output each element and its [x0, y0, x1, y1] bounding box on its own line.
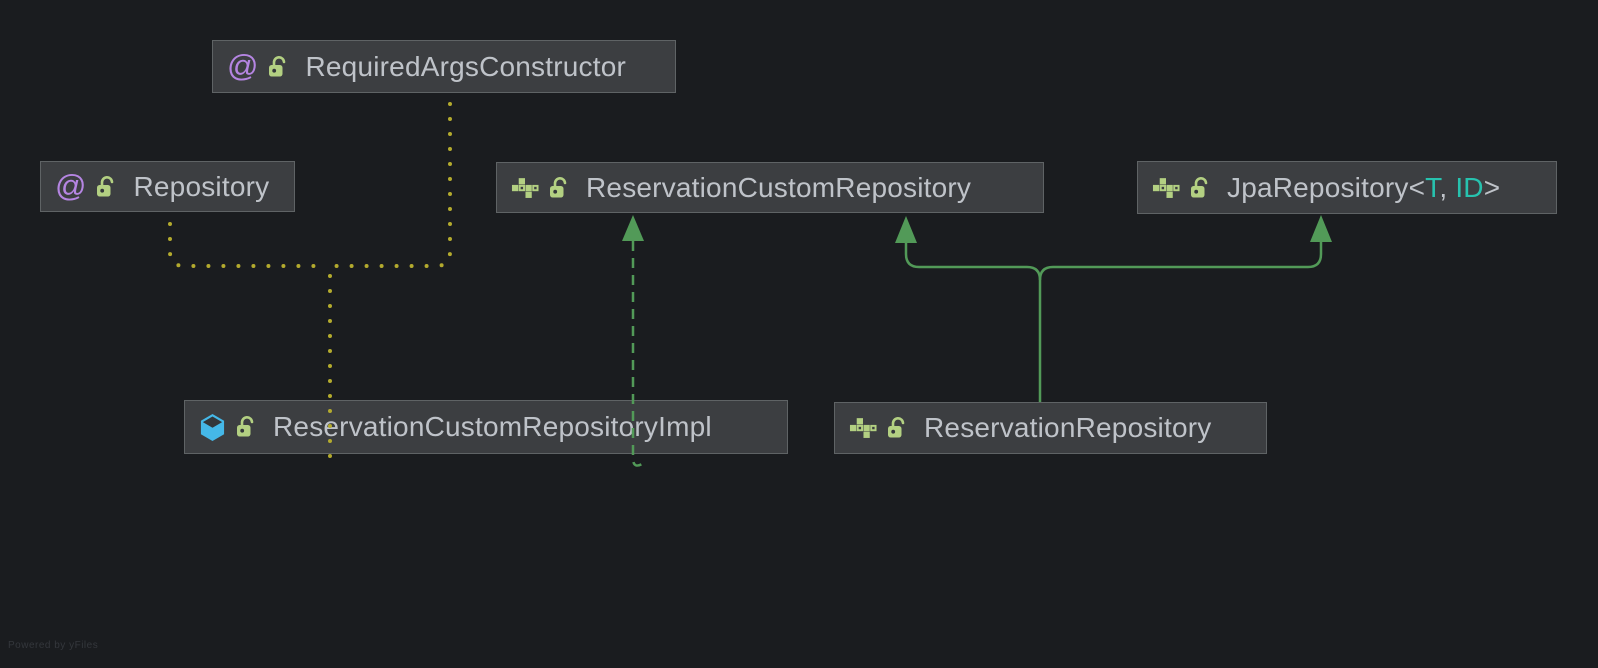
node-label: ReservationCustomRepositoryImpl [273, 411, 712, 442]
generic-type-t: T [1425, 171, 1440, 203]
generic-separator: , [1439, 171, 1456, 203]
extension-arrowhead-left [895, 216, 917, 243]
interface-icon [511, 177, 539, 199]
node-label: ReservationRepository [924, 412, 1212, 443]
annotation-icon: @ [55, 168, 87, 203]
node-label: ReservationCustomRepository [586, 171, 972, 203]
public-open-lock-icon [267, 55, 289, 79]
public-open-lock-icon [886, 416, 908, 440]
edge-extends-custom-repository[interactable] [904, 243, 1042, 402]
public-open-lock-icon [95, 175, 117, 199]
generic-type-id: ID [1455, 171, 1484, 203]
public-open-lock-icon [548, 176, 570, 200]
node-repository[interactable]: @ Repository [40, 161, 295, 212]
public-open-lock-icon [235, 415, 257, 439]
annotation-icon: @ [227, 48, 259, 83]
interface-icon [1152, 177, 1180, 199]
class-icon [199, 413, 226, 442]
generic-open-bracket: < [1408, 171, 1426, 203]
node-label: Repository [133, 170, 270, 202]
node-jpa-repository[interactable]: JpaRepository<T, ID> [1137, 161, 1557, 214]
node-label: RequiredArgsConstructor [305, 50, 627, 82]
edge-required-args-constructor-annotation[interactable] [334, 102, 452, 268]
node-reservation-repository[interactable]: ReservationRepository [834, 402, 1267, 454]
node-reservation-custom-repository-impl[interactable]: ReservationCustomRepositoryImpl [184, 400, 788, 454]
interface-icon [849, 417, 877, 439]
realization-arrowhead [622, 215, 644, 241]
node-reservation-custom-repository[interactable]: ReservationCustomRepository [496, 162, 1044, 213]
yfiles-watermark: Powered by yFiles [8, 640, 99, 651]
generic-close-bracket: > [1483, 171, 1501, 203]
edge-repository-annotation[interactable] [168, 222, 322, 268]
node-required-args-constructor[interactable]: @ RequiredArgsConstructor [212, 40, 676, 93]
extension-arrowhead-right [1310, 215, 1332, 242]
public-open-lock-icon [1189, 176, 1211, 200]
edge-extends-jpa-repository[interactable] [1038, 242, 1323, 281]
node-label: JpaRepository<T, ID> [1227, 171, 1501, 203]
